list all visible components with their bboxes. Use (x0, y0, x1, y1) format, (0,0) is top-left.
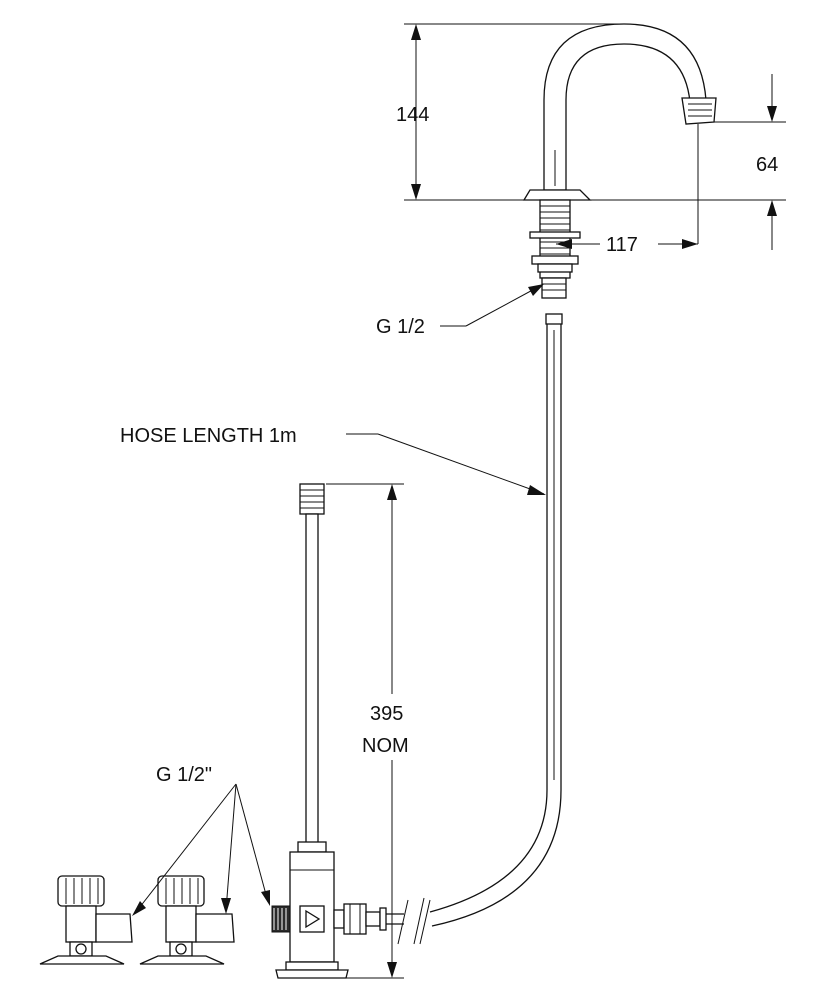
thread-callout-top-label: G 1/2 (376, 316, 425, 338)
dimension-64-label: 64 (756, 154, 778, 176)
stop-valve-left (39, 875, 133, 965)
break-symbol (397, 897, 431, 945)
riser-assembly (271, 483, 404, 979)
hose-length-callout: HOSE LENGTH 1m (120, 425, 546, 495)
stop-valve-right (139, 875, 235, 965)
thread-callout-valves-label: G 1/2" (156, 764, 212, 786)
dimension-117-label: 117 (606, 234, 638, 256)
flexible-hose (429, 324, 562, 927)
dimension-144: 144 (396, 23, 624, 201)
dimension-395-note: NOM (362, 735, 409, 757)
hose-length-label: HOSE LENGTH 1m (120, 425, 297, 447)
thread-callout-valves: G 1/2" (132, 764, 270, 916)
gooseneck-spout (522, 23, 717, 325)
dimension-395-value: 395 (370, 703, 403, 725)
dimension-64: 64 (590, 74, 786, 250)
thread-callout-top: G 1/2 (376, 284, 544, 338)
dimension-144-label: 144 (396, 104, 429, 126)
dimension-117: 117 (556, 124, 699, 256)
dimension-395: 395 NOM (326, 483, 409, 979)
